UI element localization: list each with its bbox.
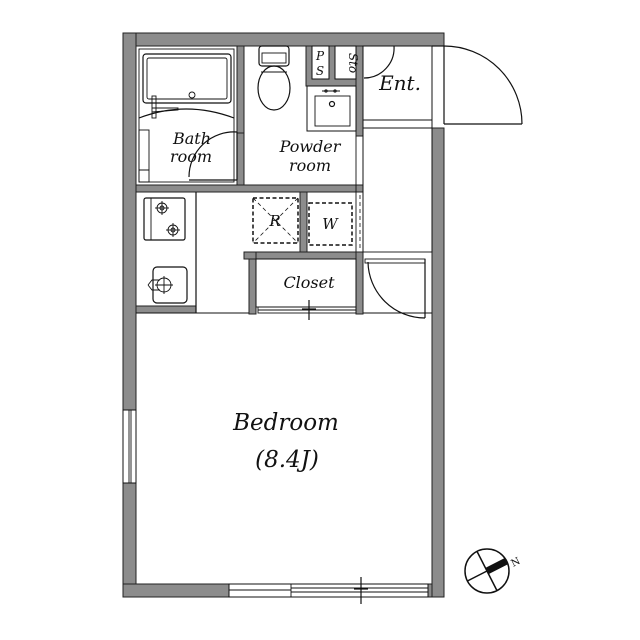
inner-lines	[138, 48, 235, 183]
burner-icon	[166, 223, 180, 237]
toilet	[257, 45, 291, 111]
washer-space	[308, 202, 353, 246]
left-window	[122, 409, 137, 484]
hallway-door[interactable]	[364, 258, 426, 319]
labels: Bath room Powder room P S Sto Ent. R W C…	[170, 49, 421, 473]
storage-label: Sto	[346, 53, 360, 73]
bathtub	[138, 53, 235, 183]
closet	[255, 258, 357, 320]
ps-label-p: P	[315, 49, 325, 63]
ps-label-s: S	[316, 64, 324, 78]
bedroom-label: Bedroom	[232, 410, 339, 436]
entrance-door[interactable]	[431, 45, 523, 128]
storage-door[interactable]	[363, 45, 395, 79]
north-label: N	[509, 556, 522, 570]
bath-label-1: Bath	[172, 129, 211, 148]
powder-label-2: room	[289, 156, 331, 175]
sink	[306, 85, 357, 132]
bath-label-2: room	[170, 147, 212, 166]
entrance-area	[362, 45, 433, 253]
bottom-window	[228, 577, 429, 604]
refrigerator-space	[252, 197, 299, 244]
bedroom-size-label: (8.4J)	[255, 447, 319, 473]
bath-door[interactable]	[188, 131, 238, 181]
burner-icon	[155, 201, 169, 215]
kitchen	[143, 192, 197, 313]
faucet-icon	[147, 276, 173, 294]
partition-lines	[355, 136, 364, 252]
storage-box	[334, 45, 357, 80]
washer-label: W	[322, 215, 339, 233]
outer-walls	[122, 32, 445, 598]
refrigerator-label: R	[268, 212, 280, 230]
entrance-label: Ent.	[378, 71, 421, 95]
compass-icon: N	[464, 548, 522, 594]
ps-box	[311, 45, 330, 80]
powder-label-1: Powder	[279, 137, 342, 156]
closet-label: Closet	[283, 273, 335, 292]
